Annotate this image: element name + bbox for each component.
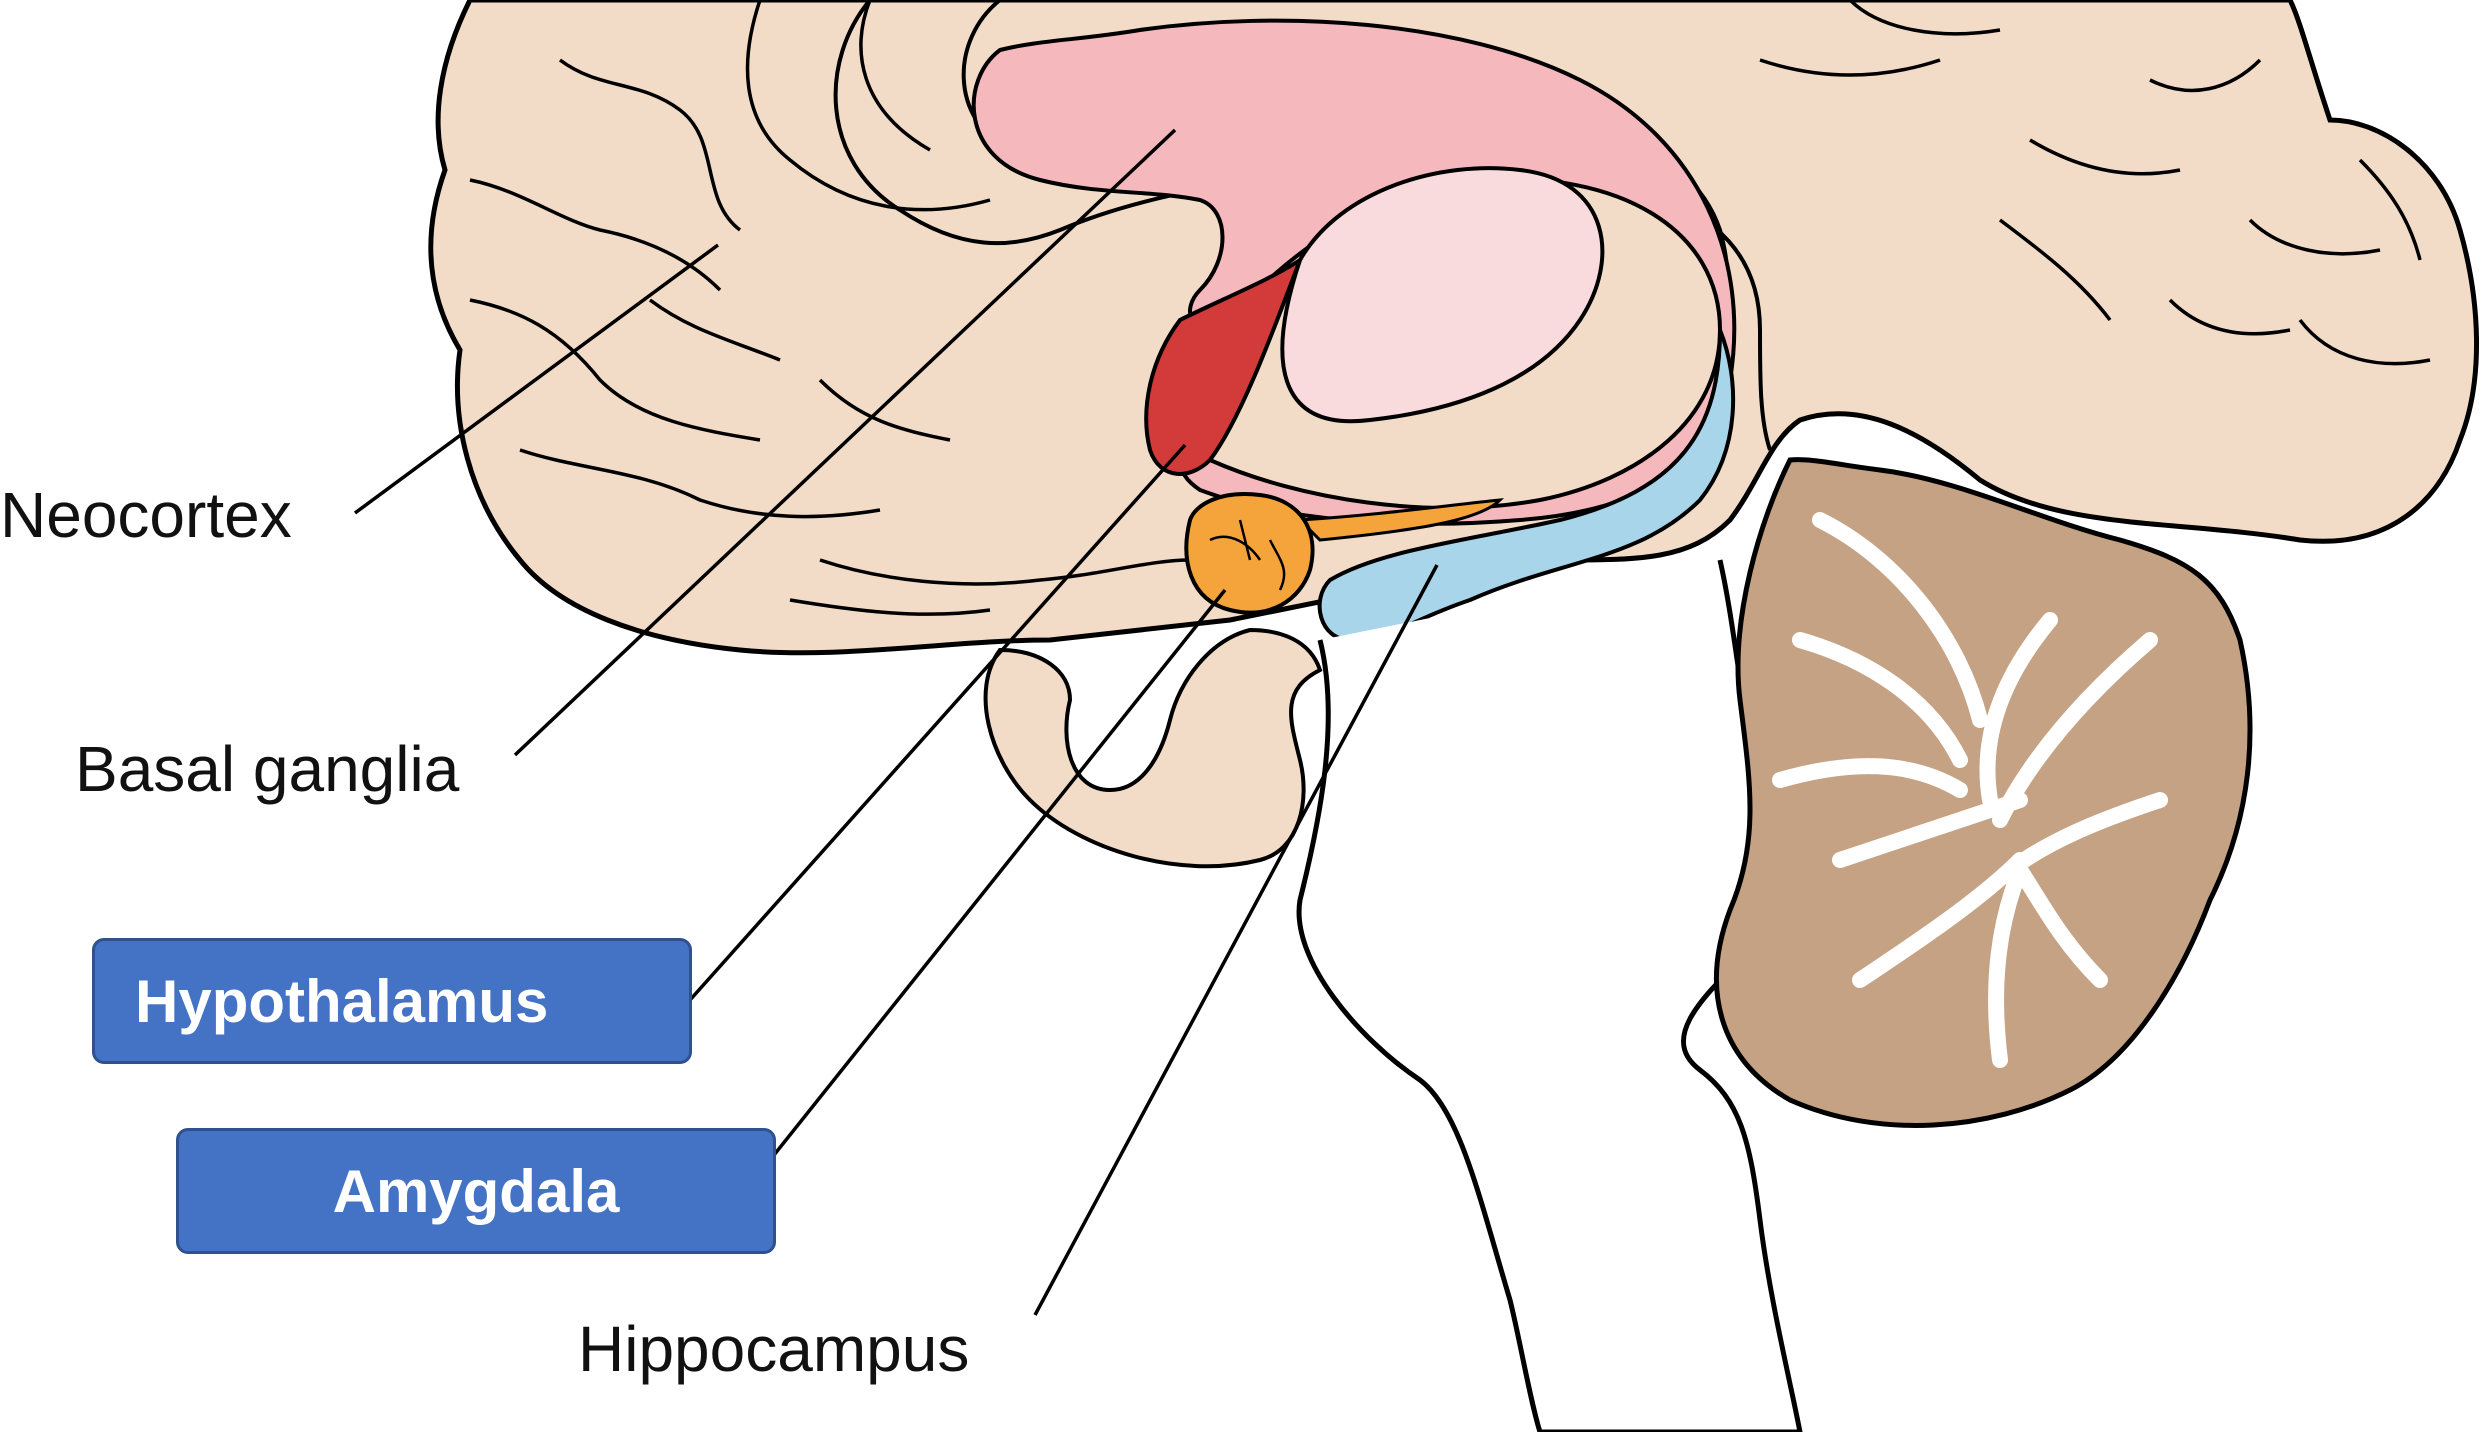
neocortex-label: Neocortex: [0, 483, 292, 547]
hypothalamus-box: Hypothalamus: [92, 938, 692, 1064]
basal-ganglia-label: Basal ganglia: [75, 737, 459, 801]
brainstem: [986, 630, 1320, 866]
amygdala-label: Amygdala: [333, 1157, 620, 1226]
amygdala-box: Amygdala: [176, 1128, 776, 1254]
hippocampus-label: Hippocampus: [578, 1317, 969, 1381]
hypothalamus-label: Hypothalamus: [135, 967, 548, 1036]
